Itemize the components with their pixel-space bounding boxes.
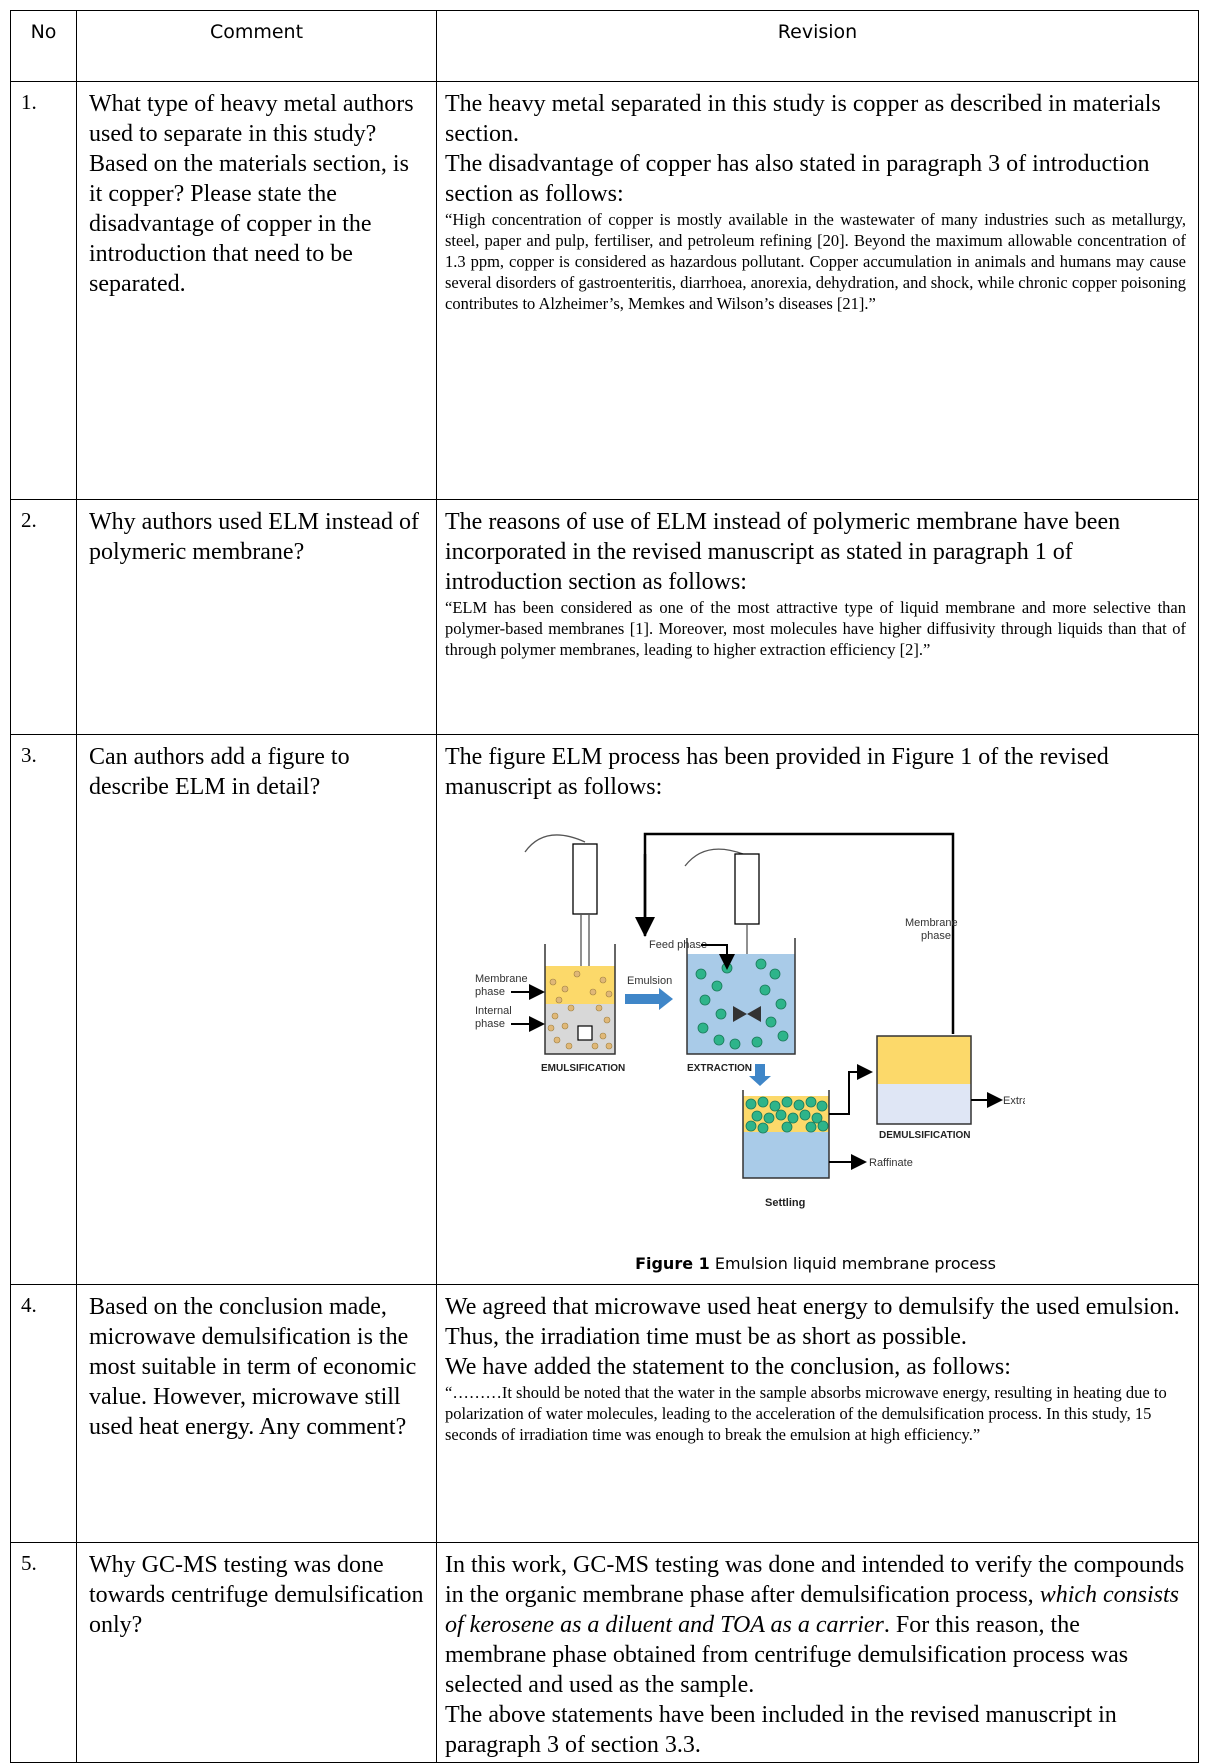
comment-cell: Why GC-MS testing was done towards centr… [76, 1542, 437, 1763]
feed-phase-label: Feed phase [649, 939, 707, 951]
transfer-arrow [829, 1064, 873, 1115]
extraction-tank [684, 848, 796, 1055]
figure-caption-text: Emulsion liquid membrane process [709, 1254, 996, 1273]
header-revision: Revision [436, 10, 1199, 82]
feed-phase-arrow [701, 944, 735, 970]
revision-quote: “High concentration of copper is mostly … [445, 210, 1186, 313]
revision-paragraph: The reasons of use of ELM instead of pol… [445, 509, 1121, 595]
row-number: 4. [10, 1284, 77, 1543]
revision-cell: The figure ELM process has been provided… [436, 734, 1199, 1285]
revision-cell: In this work, GC-MS testing was done and… [436, 1542, 1199, 1763]
revision-cell: The heavy metal separated in this study … [436, 81, 1199, 500]
table-row: 3. Can authors add a figure to describe … [10, 734, 1199, 1285]
header-no: No [10, 10, 77, 82]
emulsion-label: Emulsion [627, 975, 672, 987]
revision-paragraph: The disadvantage of copper has also stat… [445, 151, 1150, 207]
revision-paragraph: The above statements have been included … [445, 1702, 1117, 1758]
comment-cell: What type of heavy metal authors used to… [76, 81, 437, 500]
raffinate-label: Raffinate [869, 1157, 913, 1169]
elm-process-diagram: Membrane phase Internal phase EMULSIFICA… [475, 832, 1037, 1209]
revision-quote: “ELM has been considered as one of the m… [445, 598, 1186, 659]
demulsification-label: DEMULSIFICATION [879, 1130, 970, 1141]
emulsification-label: EMULSIFICATION [541, 1063, 625, 1074]
revision-paragraph: The heavy metal separated in this study … [445, 91, 1161, 147]
elm-process-figure: Membrane phase Internal phase EMULSIFICA… [465, 814, 1037, 1254]
revision-emphasis: which consists of kerosene as a diluent … [445, 1582, 1180, 1638]
revision-cell: We agreed that microwave used heat energ… [436, 1284, 1199, 1543]
figure-caption: Figure 1 Emulsion liquid membrane proces… [445, 1254, 1186, 1274]
revision-paragraph: We have added the statement to the concl… [445, 1354, 1011, 1380]
table-row: 4. Based on the conclusion made, microwa… [10, 1284, 1199, 1543]
internal-phase-label: Internal [475, 1005, 512, 1017]
header-row: No Comment Revision [10, 10, 1199, 82]
extraction-label: EXTRACTION [687, 1063, 752, 1074]
comment-cell: Why authors used ELM instead of polymeri… [76, 499, 437, 735]
row-number: 1. [10, 81, 77, 500]
figure-caption-label: Figure 1 [635, 1254, 710, 1273]
emulsion-arrow [625, 988, 673, 1010]
revision-quote: “………It should be noted that the water in… [445, 1383, 1167, 1444]
revision-text: . For this reason, the membrane phase ob… [445, 1612, 1129, 1698]
comment-cell: Can authors add a figure to describe ELM… [76, 734, 437, 1285]
table-row: 5. Why GC-MS testing was done towards ce… [10, 1542, 1199, 1763]
review-table: No Comment Revision 1. What type of heav… [10, 10, 1199, 1763]
revision-paragraph: The figure ELM process has been provided… [445, 744, 1109, 800]
membrane-phase-label: phase [475, 986, 505, 998]
settling-tank [742, 1090, 830, 1179]
revision-cell: The reasons of use of ELM instead of pol… [436, 499, 1199, 735]
row-number: 5. [10, 1542, 77, 1763]
emulsification-tank [524, 834, 616, 1055]
table-row: 2. Why authors used ELM instead of polym… [10, 499, 1199, 735]
row-number: 3. [10, 734, 77, 1285]
table-row: 1. What type of heavy metal authors used… [10, 81, 1199, 500]
membrane-phase-label: phase [921, 930, 951, 942]
demulsification-tank [876, 1035, 972, 1125]
membrane-phase-label: Membrane [905, 917, 958, 929]
comment-cell: Based on the conclusion made, microwave … [76, 1284, 437, 1543]
revision-text: In this work, GC-MS testing was done and… [445, 1552, 1185, 1608]
settling-arrow [749, 1064, 771, 1086]
extract-label: Extract [1003, 1095, 1025, 1107]
revision-paragraph: In this work, GC-MS testing was done and… [445, 1550, 1186, 1700]
revision-paragraph: We agreed that microwave used heat energ… [445, 1294, 1180, 1350]
internal-phase-label: phase [475, 1018, 505, 1030]
settling-label: Settling [765, 1197, 805, 1209]
header-comment: Comment [76, 10, 437, 82]
membrane-phase-label: Membrane [475, 973, 528, 985]
row-number: 2. [10, 499, 77, 735]
